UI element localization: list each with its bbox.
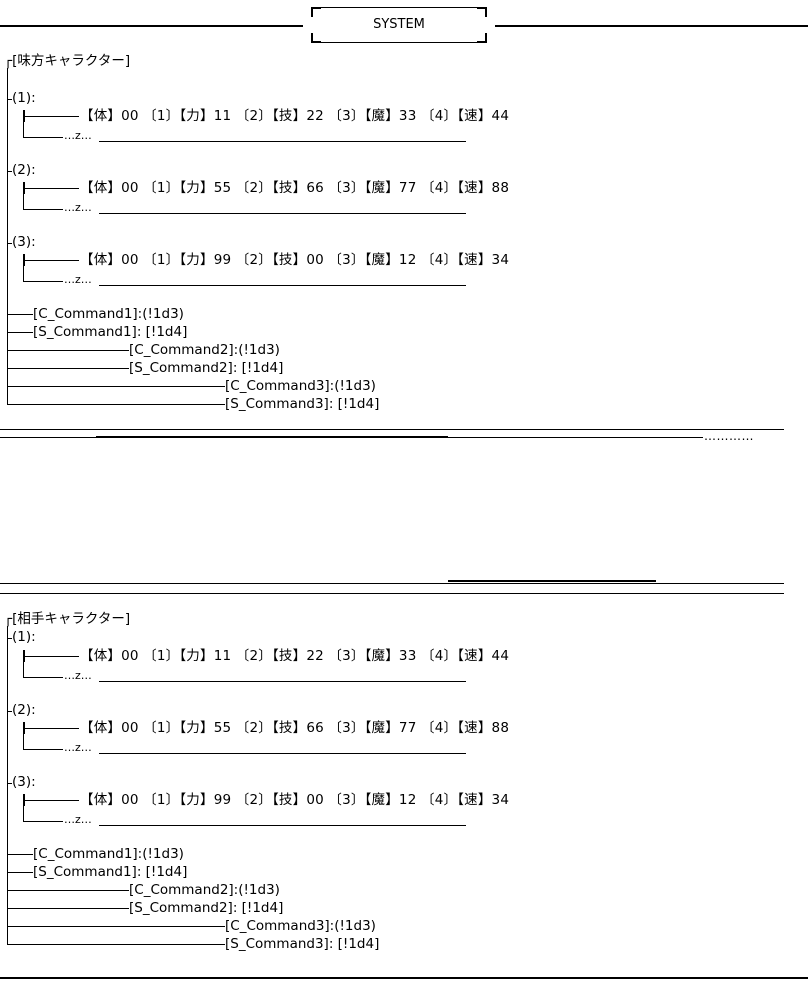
enemy-char-1-label: (1): [12,629,36,645]
ally-command-c2[interactable]: [C_Command2]:(!1d3) [129,342,280,358]
ally-command-s1[interactable]: [S_Command1]: [!1d4] [33,324,188,340]
enemy-command-c1[interactable]: [C_Command1]:(!1d3) [33,846,184,862]
ally-command-c3[interactable]: [C_Command3]:(!1d3) [225,378,376,394]
divider-dots: ………… [704,429,754,443]
enemy-char-3-stats: 【体】00 〔1〕【力】99 〔2〕【技】00 〔3〕【魔】12 〔4〕【速】3… [80,792,510,808]
enemy-char-1-input-line[interactable] [99,681,466,682]
enemy-tree-trunk [7,626,8,944]
enemy-command-s2[interactable]: [S_Command2]: [!1d4] [129,900,284,916]
enemy-section-title: ┌[相手キャラクター] [4,611,131,627]
divider-lower-thick [448,580,656,582]
header-rule-left [0,25,303,27]
ally-char-3-label: (3): [12,234,36,250]
footer-rule [0,977,808,979]
ally-command-c1[interactable]: [C_Command1]:(!1d3) [33,306,184,322]
ally-char-3-sub: …z… [64,273,92,286]
ally-char-2-stats: 【体】00 〔1〕【力】55 〔2〕【技】66 〔3〕【魔】77 〔4〕【速】8… [80,180,510,196]
system-title: SYSTEM [373,17,425,32]
ally-char-2-input-line[interactable] [99,213,466,214]
enemy-char-2-stats: 【体】00 〔1〕【力】55 〔2〕【技】66 〔3〕【魔】77 〔4〕【速】8… [80,720,510,736]
ally-char-1-input-line[interactable] [99,141,466,142]
enemy-command-s3[interactable]: [S_Command3]: [!1d4] [225,936,380,952]
system-title-box: SYSTEM [311,7,487,43]
enemy-command-s1[interactable]: [S_Command1]: [!1d4] [33,864,188,880]
divider-upper-1 [0,429,784,430]
enemy-char-1-stats: 【体】00 〔1〕【力】11 〔2〕【技】22 〔3〕【魔】33 〔4〕【速】4… [80,648,510,664]
divider-lower-2 [0,593,784,594]
enemy-char-2-sub: …z… [64,741,92,754]
header-rule-right [495,25,808,27]
divider-lower-1 [0,583,784,584]
ally-char-1-stats: 【体】00 〔1〕【力】11 〔2〕【技】22 〔3〕【魔】33 〔4〕【速】4… [80,108,510,124]
ally-char-2-label: (2): [12,162,36,178]
ally-char-1-sub: …z… [64,129,92,142]
enemy-command-c2[interactable]: [C_Command2]:(!1d3) [129,882,280,898]
enemy-char-1-sub: …z… [64,669,92,682]
ally-char-1-label: (1): [12,90,36,106]
enemy-char-2-input-line[interactable] [99,753,466,754]
ally-char-3-input-line[interactable] [99,285,466,286]
divider-upper-2-thick [96,436,448,438]
ally-section-title: ┌[味方キャラクター] [4,53,131,69]
ally-command-s2[interactable]: [S_Command2]: [!1d4] [129,360,284,376]
ally-char-3-stats: 【体】00 〔1〕【力】99 〔2〕【技】00 〔3〕【魔】12 〔4〕【速】3… [80,252,510,268]
ally-tree-trunk [7,68,8,404]
enemy-char-3-label: (3): [12,774,36,790]
enemy-char-3-input-line[interactable] [99,825,466,826]
enemy-char-3-sub: …z… [64,813,92,826]
ally-char-2-sub: …z… [64,201,92,214]
enemy-command-c3[interactable]: [C_Command3]:(!1d3) [225,918,376,934]
enemy-char-2-label: (2): [12,702,36,718]
ally-command-s3[interactable]: [S_Command3]: [!1d4] [225,396,380,412]
